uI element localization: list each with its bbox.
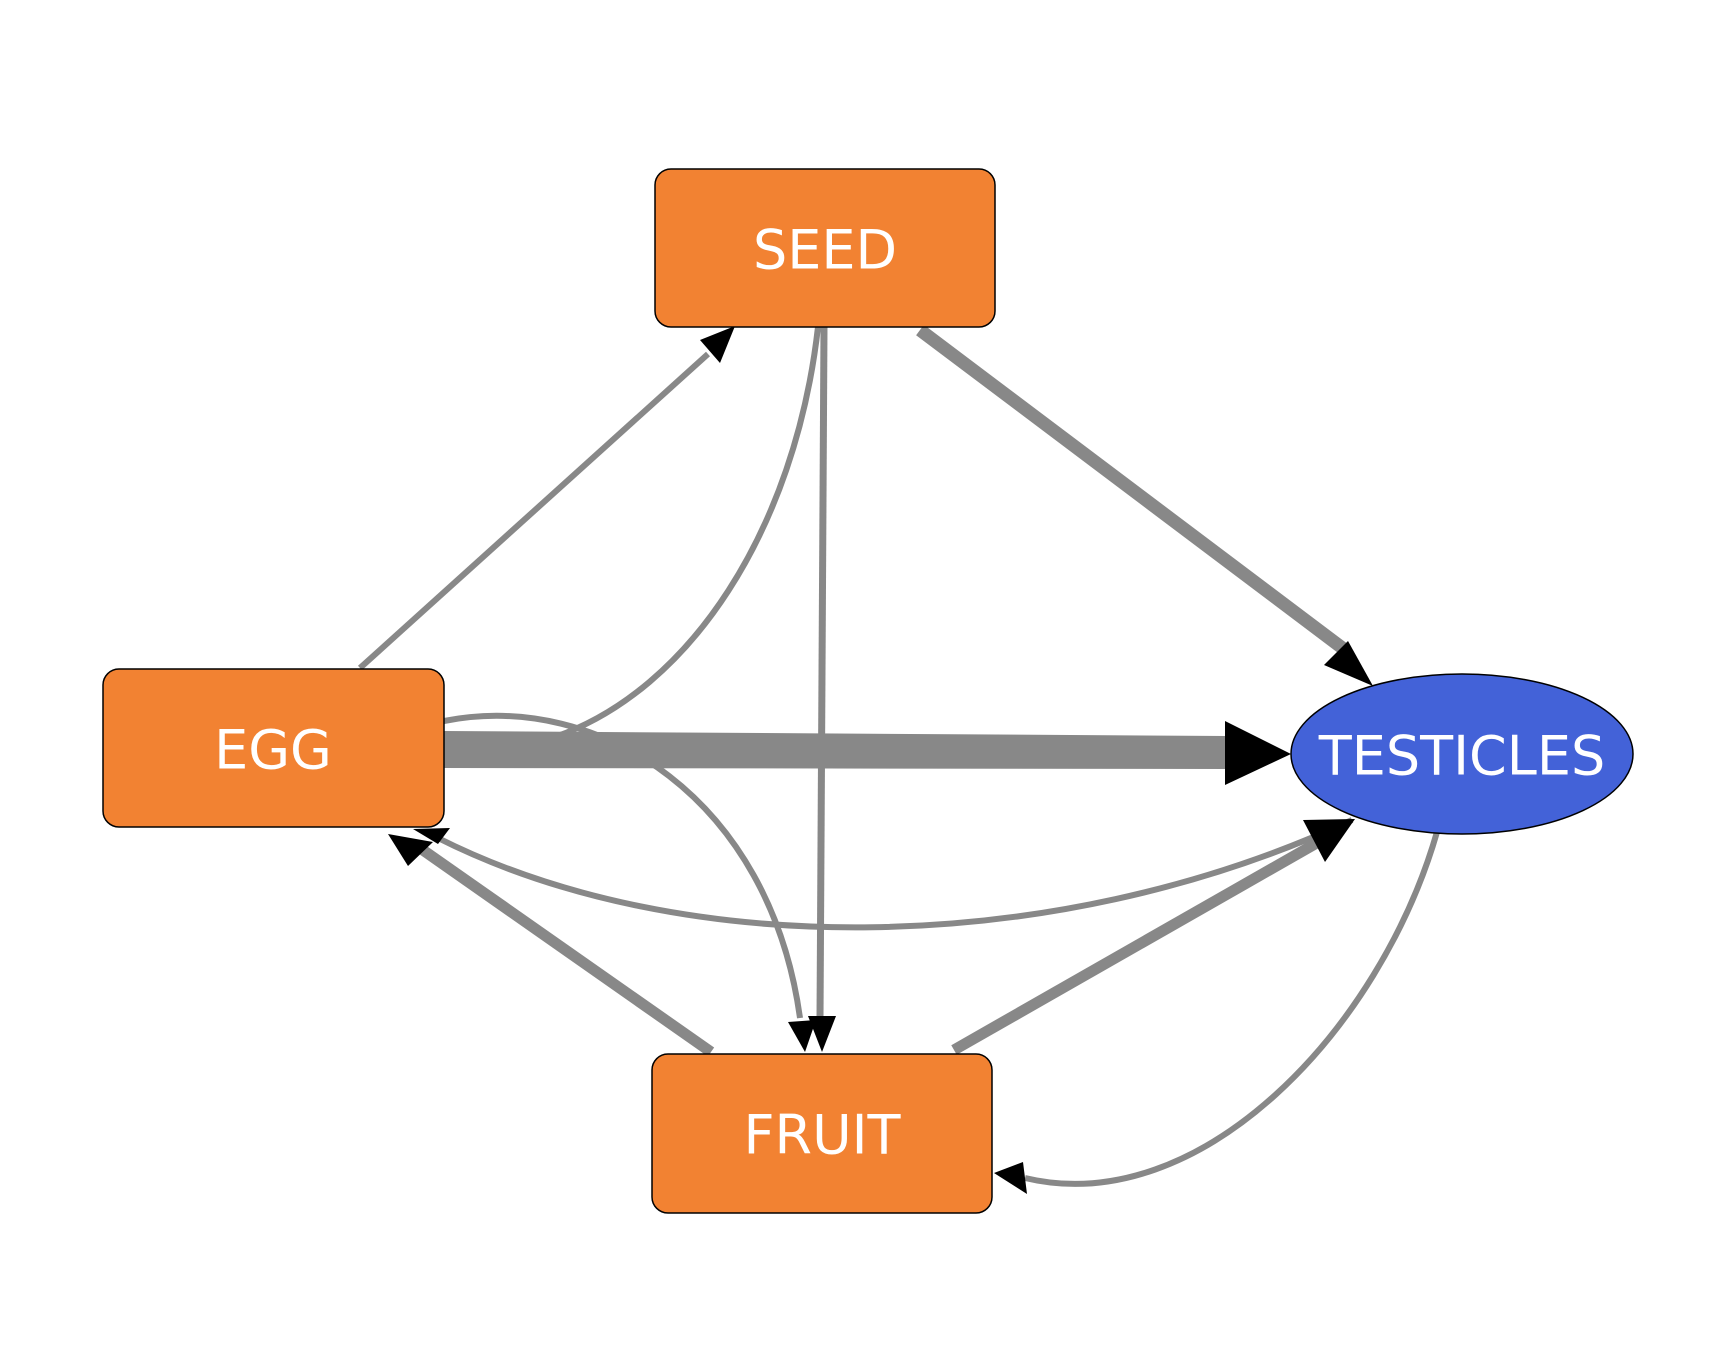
node-fruit-box [651, 1053, 993, 1214]
edge-fruit-egg [416, 843, 715, 1057]
edge-fruit-egg-arrowhead [388, 834, 433, 866]
edge-egg-fruit-arrowhead [788, 1020, 816, 1052]
node-testicles-label: TESTICLES [1318, 725, 1605, 788]
edge-seed-egg [554, 326, 821, 740]
edge-egg-seed-arrowhead [700, 326, 735, 363]
edge-egg-seed [357, 351, 711, 671]
edges [357, 324, 1440, 1194]
node-seed-box [654, 168, 996, 328]
edge-fruit-testicles-arrowhead [1303, 819, 1355, 862]
edge-seed-fruit-arrowhead [808, 1016, 836, 1052]
nodes: SEED EGG TESTICLES FRUIT [102, 168, 1634, 1214]
node-seed-label: SEED [753, 219, 897, 282]
edge-testicles-egg-arrowhead [413, 828, 450, 844]
edge-seed-testicles [916, 324, 1349, 656]
node-egg-box [102, 668, 445, 828]
node-seed[interactable]: SEED [654, 168, 996, 328]
edge-seed-testicles-arrowhead [1324, 641, 1373, 686]
node-fruit-label: FRUIT [743, 1104, 901, 1167]
edge-fruit-testicles [951, 827, 1339, 1055]
node-egg[interactable]: EGG [102, 668, 445, 828]
node-egg-label: EGG [214, 719, 332, 782]
edge-egg-testicles [444, 731, 1227, 769]
edge-seed-fruit [816, 326, 828, 1019]
edge-testicles-egg [436, 817, 1354, 931]
edge-egg-testicles-arrowhead [1225, 721, 1291, 785]
edge-testicles-fruit-arrowhead [994, 1162, 1027, 1194]
node-testicles[interactable]: TESTICLES [1290, 673, 1634, 835]
node-testicles-ellipse [1290, 673, 1634, 835]
node-fruit[interactable]: FRUIT [651, 1053, 993, 1214]
edge-egg-fruit [443, 712, 803, 1019]
edge-testicles-fruit [1024, 831, 1440, 1187]
